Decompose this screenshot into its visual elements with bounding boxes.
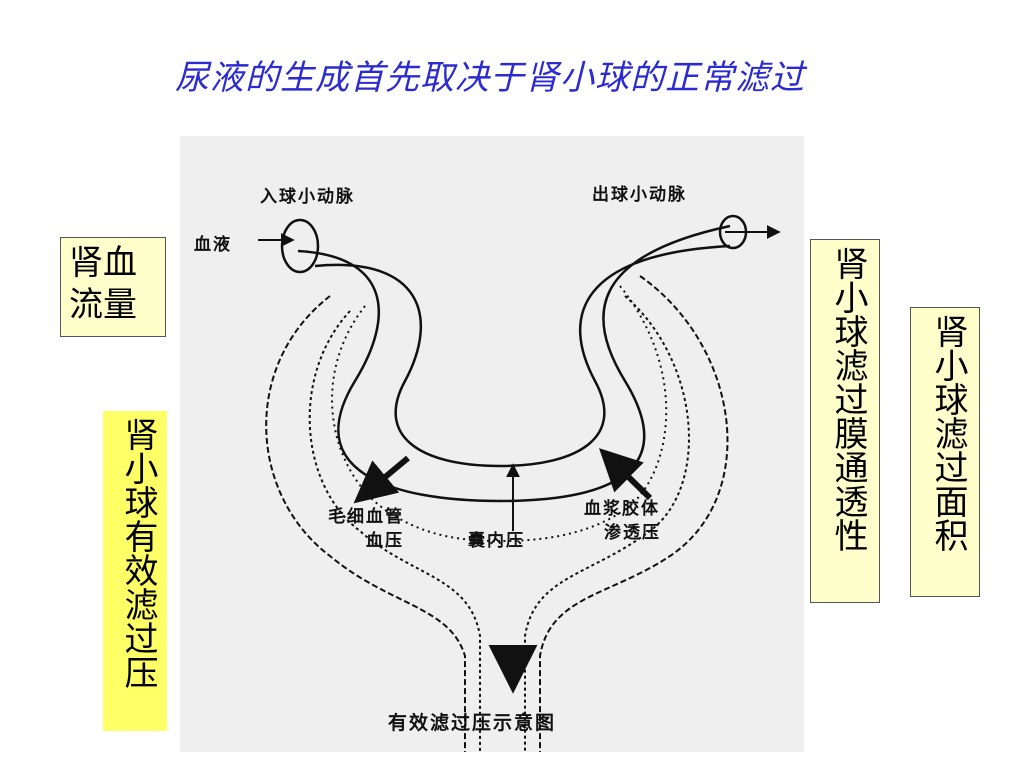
box-filtration-area: 肾小球滤过面积 bbox=[910, 307, 980, 597]
afferent-opening bbox=[280, 218, 320, 274]
box-renal-blood-flow: 肾血流量 bbox=[60, 237, 166, 337]
label-colloid-pressure-line1: 血浆胶体 bbox=[584, 499, 660, 519]
diagram-caption: 有效滤过压示意图 bbox=[388, 712, 557, 734]
box-effective-filtration-pressure-text: 肾小球有效滤过压 bbox=[118, 417, 158, 689]
label-capsule-pressure: 囊内压 bbox=[468, 531, 525, 551]
capsule-outer-wall bbox=[265, 295, 466, 752]
capsule-inner-wall-right bbox=[524, 295, 690, 752]
label-efferent-arteriole: 出球小动脉 bbox=[592, 185, 687, 205]
filtration-diagram: 入球小动脉 出球小动脉 血液 毛细血管 血压 囊内压 血浆胶体 渗透压 有效滤过… bbox=[180, 136, 804, 752]
box-filtration-area-text: 肾小球滤过面积 bbox=[928, 314, 968, 552]
label-afferent-arteriole: 入球小动脉 bbox=[260, 187, 355, 207]
colloid-pressure-arrow bbox=[598, 448, 653, 501]
page-title: 尿液的生成首先取决于肾小球的正常滤过 bbox=[175, 58, 805, 98]
box-effective-filtration-pressure: 肾小球有效滤过压 bbox=[103, 411, 167, 731]
vessel-inner-wall bbox=[314, 244, 731, 468]
box-membrane-permeability: 肾小球滤过膜通透性 bbox=[810, 239, 880, 603]
capillary-pressure-arrow bbox=[353, 455, 410, 504]
capillary-layer-left bbox=[331, 305, 501, 542]
box-membrane-permeability-text: 肾小球滤过膜通透性 bbox=[828, 246, 868, 552]
glomerulus-drawing bbox=[258, 214, 781, 752]
label-capillary-pressure-line2: 血压 bbox=[366, 531, 404, 551]
label-colloid-pressure-line2: 渗透压 bbox=[604, 523, 661, 543]
box-renal-blood-flow-text: 肾血流量 bbox=[69, 243, 137, 325]
label-capillary-pressure-line1: 毛细血管 bbox=[328, 507, 404, 527]
vessel-outer-wall bbox=[297, 224, 731, 503]
label-blood: 血液 bbox=[194, 235, 232, 255]
